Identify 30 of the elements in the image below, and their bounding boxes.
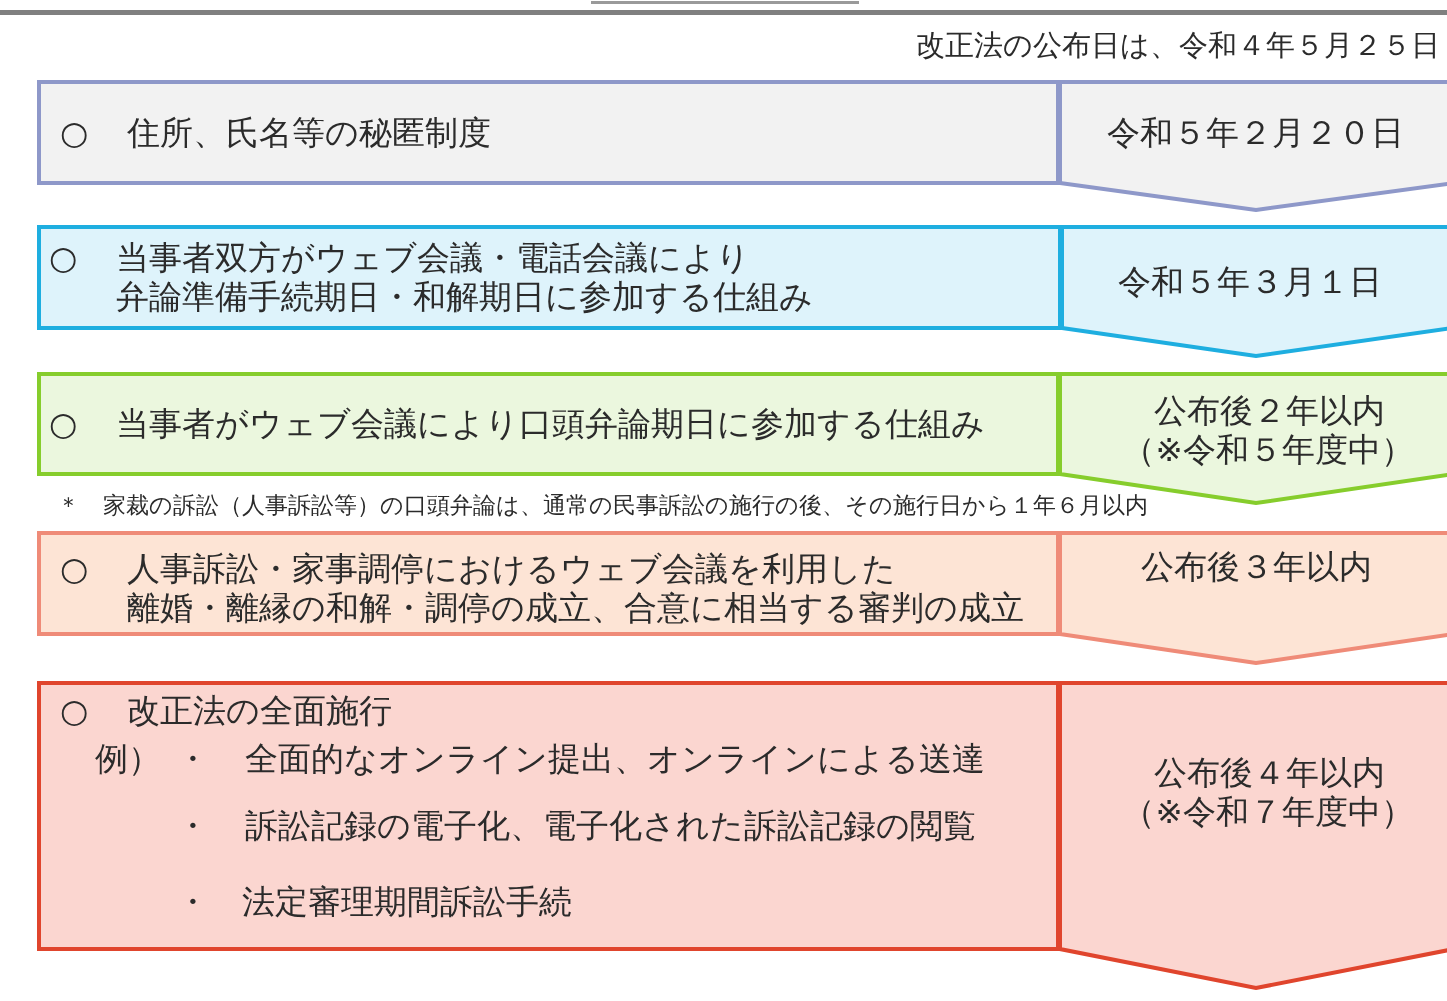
date-text: 公布後４年以内 [1153,753,1385,793]
bullet-mark: ・ [176,806,209,846]
promulgation-date-note: 改正法の公布日は、令和４年５月２５日 [916,27,1440,63]
bullet-mark: ○ [49,238,78,278]
bullet-mark: ○ [60,691,89,731]
date-text: 公布後３年以内 [1140,547,1372,587]
example-label: 例） [95,739,161,779]
date-text: 公布後２年以内 [1153,391,1385,431]
date-pentagon [1058,80,1447,212]
bullet-mark: ○ [60,113,89,153]
bullet-mark: ・ [176,882,209,922]
bullet-mark: ・ [176,739,209,779]
bullet-mark: ○ [60,549,89,589]
date-text: 令和５年２月２０日 [1106,113,1404,153]
footnote-text: ＊ 家裁の訴訟（人事訴訟等）の口頭弁論は、通常の民事訴訟の施行の後、その施行日から１年６月以内 [57,491,1148,519]
list-item-text: 法定審理期間訴訟手続 [242,882,572,922]
date-note: （※令和７年度中） [1122,792,1414,832]
date-pentagon [1058,531,1447,665]
date-note: （※令和５年度中） [1122,430,1414,470]
item-text: 人事訴訟・家事調停におけるウェブ会議を利用した離婚・離縁の和解・調停の成立、合意に相当する審判の成立 [127,549,1024,628]
item-text: 当事者がウェブ会議により口頭弁論期日に参加する仕組み [116,404,985,444]
item-text: 改正法の全面施行 [127,691,392,731]
item-text: 当事者双方がウェブ会議・電話会議により弁論準備手続期日・和解期日に参加する仕組み [116,238,813,317]
list-item-text: 全面的なオンライン提出、オンラインによる送達 [245,739,985,779]
date-text: 令和５年３月１日 [1118,262,1382,302]
list-item-text: 訴訟記録の電子化、電子化された訴訟記録の閲覧 [245,806,976,846]
bullet-mark: ○ [49,404,78,444]
date-pentagon [1060,225,1447,358]
item-text: 住所、氏名等の秘匿制度 [127,113,491,153]
date-pentagon [1058,681,1447,990]
